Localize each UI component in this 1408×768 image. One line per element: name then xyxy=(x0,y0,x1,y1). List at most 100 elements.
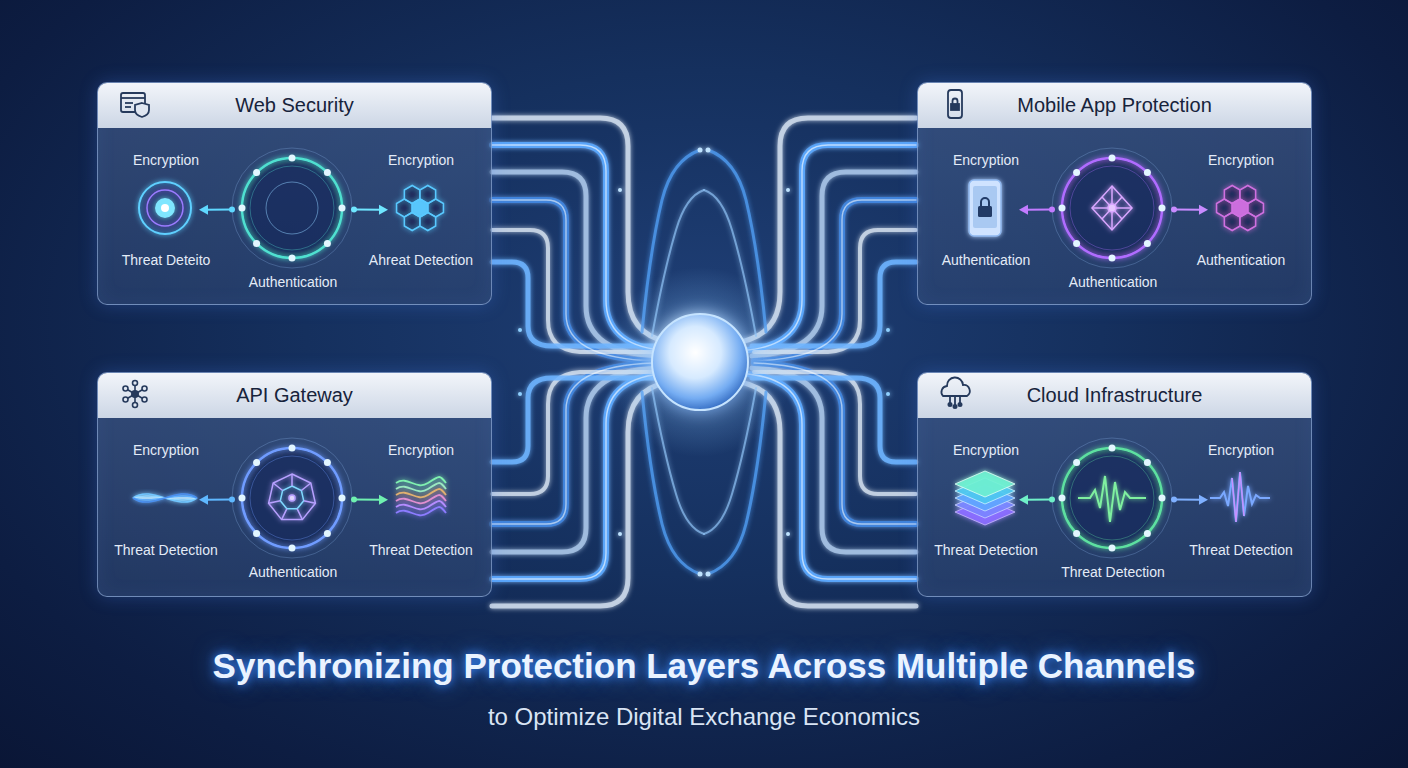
layer-stack-icon xyxy=(955,471,1015,525)
arrow-line xyxy=(1025,498,1052,500)
flow-arrow xyxy=(351,205,388,215)
encryption-orb-icon xyxy=(139,182,191,234)
channel-panel: Mobile App ProtectionEncryptionAuthentic… xyxy=(917,82,1312,305)
layer-label: Encryption xyxy=(388,441,454,459)
layer-label: Authentication xyxy=(249,273,338,291)
flow-arrow xyxy=(1171,205,1208,215)
panel-header: Cloud Infrastructure xyxy=(918,373,1311,418)
panel-title: Web Security xyxy=(235,94,354,117)
channel-panel: API GatewayEncryptionThreat DetectionAut… xyxy=(97,372,492,597)
arrow-head xyxy=(1199,495,1208,505)
flow-arrow xyxy=(1019,495,1055,505)
arrow-head xyxy=(1019,495,1028,505)
arrow-head xyxy=(1019,205,1028,215)
flow-arrow xyxy=(199,495,235,505)
phone-lock-icon xyxy=(948,90,962,118)
layer-label: Encryption xyxy=(133,151,199,169)
panel-header: Web Security xyxy=(98,83,491,128)
waveform-accent xyxy=(1232,472,1244,522)
browser-shield-icon xyxy=(121,93,149,117)
layer-label: Threat Detection xyxy=(1189,541,1293,559)
security-icon: EncryptionAhreat Detection xyxy=(391,151,451,269)
layer-label: Ahreat Detection xyxy=(369,251,473,269)
data-stream-icon xyxy=(133,494,197,502)
arrow-dot xyxy=(1171,206,1177,212)
auth-ring-icon xyxy=(232,438,352,558)
arrow-head xyxy=(1199,205,1208,215)
panel-title: Mobile App Protection xyxy=(1017,94,1212,117)
arrow-dot xyxy=(1049,206,1055,212)
arrow-line xyxy=(354,498,382,500)
hexagon-cluster-icon xyxy=(1217,186,1264,231)
arrow-dot xyxy=(229,206,235,212)
arrow-head xyxy=(379,205,388,215)
waveform-icon xyxy=(1210,472,1270,522)
panel-header: API Gateway xyxy=(98,373,491,418)
hub-halo xyxy=(605,267,795,457)
diagram-caption: to Optimize Digital Exchange Economics xyxy=(0,703,1408,731)
layer-label: Encryption xyxy=(1208,151,1274,169)
arrow-dot xyxy=(229,496,235,502)
panel-title: Cloud Infrastructure xyxy=(1027,384,1203,407)
channel-panel: Cloud InfrastructureEncryptionThreat Det… xyxy=(917,372,1312,597)
layer-label: Authentication xyxy=(1069,273,1158,291)
cloud-panel-icons xyxy=(941,377,1270,558)
arrow-line xyxy=(205,498,232,500)
layer-label: Threat Deteito xyxy=(122,251,211,269)
central-hub-orb xyxy=(652,314,748,410)
mobile-panel-icons xyxy=(948,90,1263,268)
security-icon: EncryptionThreat Detection xyxy=(391,441,451,559)
flow-arrow xyxy=(1171,495,1208,505)
flow-arrow xyxy=(1019,205,1055,215)
arrow-head xyxy=(199,205,208,215)
arrow-line xyxy=(1174,498,1202,500)
core-ring: Authentication xyxy=(235,441,351,557)
flow-arrow xyxy=(199,205,235,215)
layer-label: Threat Detection xyxy=(114,541,218,559)
flow-arrow xyxy=(351,495,388,505)
wave-stack-icon xyxy=(396,477,446,515)
arrow-line xyxy=(1025,208,1052,210)
arrow-dot xyxy=(351,206,357,212)
security-icon: EncryptionAuthentication xyxy=(956,151,1016,269)
arrow-head xyxy=(379,495,388,505)
core-ring: Authentication xyxy=(1055,151,1171,267)
core-ring: Threat Detection xyxy=(1055,441,1171,557)
phone-lock-illustration xyxy=(969,180,1001,236)
auth-ring-icon xyxy=(1052,148,1172,268)
detection-ring-icon xyxy=(1052,438,1172,558)
layer-label: Threat Detection xyxy=(934,541,1038,559)
network-glyph xyxy=(1092,186,1132,230)
layer-label: Encryption xyxy=(953,441,1019,459)
api-panel-icons xyxy=(123,381,446,559)
panel-title: API Gateway xyxy=(236,384,353,407)
arrow-head xyxy=(199,495,208,505)
layer-label: Authentication xyxy=(1197,251,1286,269)
arrow-dot xyxy=(1171,496,1177,502)
cloud-circuit-icon xyxy=(941,377,969,408)
security-icon: EncryptionThreat Detection xyxy=(956,441,1016,559)
hexagon-cluster-icon xyxy=(397,186,444,231)
layer-label: Encryption xyxy=(388,151,454,169)
security-icon: EncryptionThreat Deteito xyxy=(136,151,196,269)
arrow-dot xyxy=(1049,496,1055,502)
diagram-title: Synchronizing Protection Layers Across M… xyxy=(0,646,1408,686)
panel-header: Mobile App Protection xyxy=(918,83,1311,128)
arrow-line xyxy=(354,208,382,210)
layer-label: Encryption xyxy=(1208,441,1274,459)
arrow-dot xyxy=(351,496,357,502)
auth-ring-icon xyxy=(232,148,352,268)
security-icon: EncryptionThreat Detection xyxy=(1211,441,1271,559)
channel-panel: Web SecurityEncryptionThreat DeteitoAuth… xyxy=(97,82,492,305)
layer-label: Authentication xyxy=(942,251,1031,269)
core-ring: Authentication xyxy=(235,151,351,267)
security-icon: EncryptionAuthentication xyxy=(1211,151,1271,269)
web-panel-icons xyxy=(121,93,443,268)
layer-label: Encryption xyxy=(953,151,1019,169)
security-icon: EncryptionThreat Detection xyxy=(136,441,196,559)
arrow-line xyxy=(205,208,232,210)
layer-label: Threat Detection xyxy=(369,541,473,559)
arrow-line xyxy=(1174,208,1202,210)
layer-label: Encryption xyxy=(133,441,199,459)
layer-label: Authentication xyxy=(249,563,338,581)
